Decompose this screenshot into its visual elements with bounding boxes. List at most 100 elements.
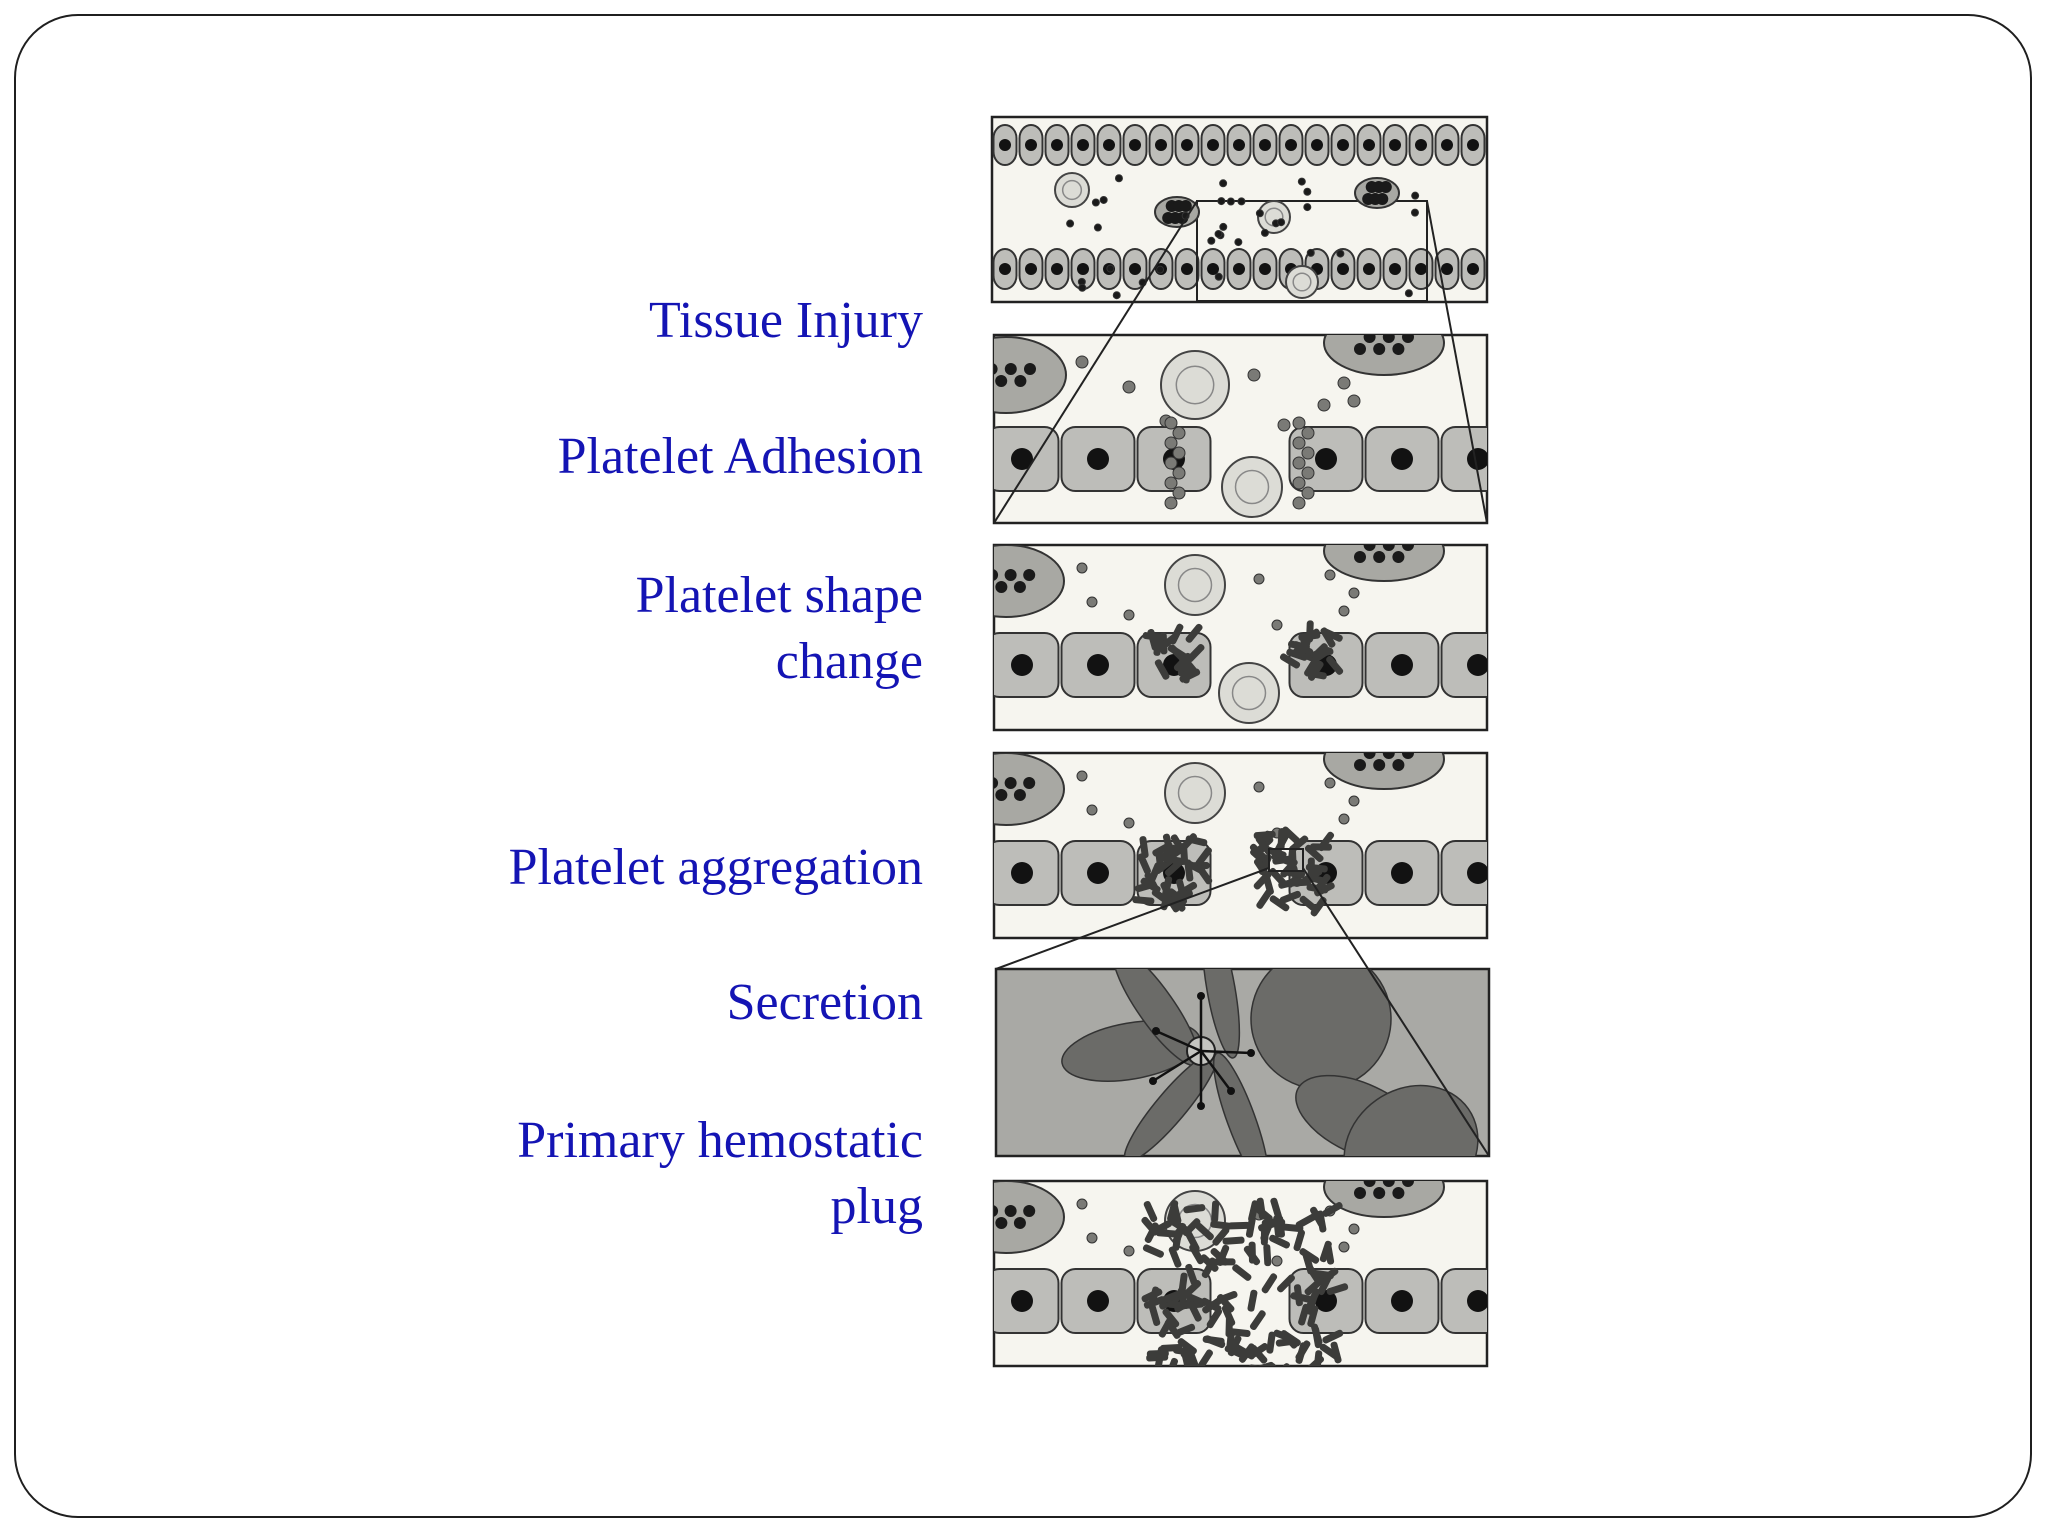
zoom-connector — [1426, 200, 1488, 524]
cell-nucleus — [1259, 139, 1271, 151]
platelet — [1317, 398, 1331, 412]
activated-platelet — [1302, 1252, 1315, 1275]
platelet — [1114, 174, 1123, 183]
platelet — [1301, 446, 1315, 460]
activated-platelet — [1189, 1243, 1205, 1265]
activated-platelet — [1310, 896, 1327, 917]
activated-platelet — [1264, 1373, 1286, 1391]
activated-platelet — [1160, 1290, 1182, 1304]
adhesion-contents — [976, 335, 1527, 518]
white-blood-cell — [1323, 753, 1445, 790]
activated-platelet — [1190, 1391, 1213, 1401]
platelet — [1347, 394, 1361, 408]
endothelial-cell — [1518, 633, 1527, 697]
cell-nucleus — [1391, 448, 1413, 470]
activated-platelet — [1250, 1344, 1268, 1364]
platelet-pseudopod — [1201, 969, 1241, 1059]
activated-platelet — [1160, 888, 1173, 911]
activated-platelet — [1304, 844, 1324, 863]
zoom-connector — [995, 867, 1270, 970]
activated-platelet — [1245, 1215, 1256, 1238]
platelet-aggregation-icon — [992, 751, 1489, 940]
cell-nucleus — [1233, 139, 1245, 151]
activated-platelet — [1142, 632, 1165, 642]
activated-platelet — [1184, 859, 1194, 882]
activated-platelet — [1165, 1357, 1179, 1366]
activated-platelet — [1321, 628, 1343, 642]
endothelial-cell — [1518, 427, 1527, 491]
platelet — [1123, 817, 1135, 829]
activated-platelet — [1228, 1328, 1251, 1338]
platelet — [1348, 1223, 1360, 1235]
activated-platelet — [1196, 864, 1213, 885]
cell-nucleus — [1467, 654, 1487, 676]
white-blood-cell-granule — [1354, 1187, 1366, 1199]
cell-nucleus — [1181, 263, 1193, 275]
white-blood-cell-granule — [1373, 551, 1386, 563]
panel-shape-contents — [994, 545, 1527, 724]
white-blood-cell-granule — [976, 375, 988, 387]
platelet — [1122, 380, 1136, 394]
platelet — [1301, 486, 1315, 500]
activated-platelet — [1293, 1284, 1303, 1307]
white-blood-cell — [1323, 335, 1445, 376]
platelet — [1076, 1198, 1088, 1210]
activated-platelet — [1211, 1200, 1220, 1223]
platelet — [1086, 596, 1098, 608]
activated-platelet — [1185, 1263, 1198, 1286]
platelet — [1164, 436, 1178, 450]
white-blood-cell-granule — [1023, 569, 1036, 581]
activated-platelet — [1292, 647, 1314, 662]
platelet — [1219, 222, 1228, 231]
cell-nucleus — [1315, 448, 1337, 470]
label-secretion-text: Secretion — [726, 974, 923, 1031]
platelet — [1164, 456, 1178, 470]
platelet — [1099, 195, 1108, 204]
white-blood-cell-granule — [1024, 363, 1036, 375]
cell-nucleus — [1441, 263, 1453, 275]
platelet — [1217, 197, 1226, 206]
white-blood-cell-granule — [1004, 1205, 1017, 1217]
hemostatic-plug-icon — [977, 1179, 1489, 1405]
red-blood-cell — [1218, 662, 1280, 724]
white-blood-cell-granule — [995, 375, 1008, 387]
platelet — [1255, 209, 1264, 218]
zoom-connector — [993, 200, 1198, 524]
white-blood-cell-granule — [977, 1217, 989, 1229]
activated-platelet — [1202, 1335, 1225, 1345]
activated-platelet — [1263, 1244, 1272, 1267]
activated-platelet — [1319, 1343, 1340, 1360]
cell-nucleus — [1011, 1290, 1033, 1312]
activated-platelet — [1322, 1329, 1344, 1344]
activated-platelet — [1172, 1223, 1185, 1246]
activated-platelet — [1195, 1222, 1214, 1241]
activated-platelet — [1195, 846, 1212, 867]
cell-nucleus — [1011, 448, 1033, 470]
platelet — [1219, 179, 1228, 188]
activated-platelet — [1151, 1375, 1158, 1397]
platelet — [1253, 573, 1265, 585]
white-blood-cell-granule — [1023, 777, 1036, 789]
white-blood-cell — [1323, 545, 1445, 582]
activated-platelet — [1158, 1380, 1171, 1403]
white-blood-cell-granule — [1382, 1181, 1395, 1187]
white-blood-cell-granule — [1013, 581, 1026, 593]
activated-platelet — [1154, 659, 1170, 680]
activated-platelet — [1299, 1382, 1315, 1405]
red-blood-cell — [1221, 456, 1283, 518]
secretion-arrow-head — [1152, 1027, 1160, 1035]
activated-platelet — [1228, 1221, 1251, 1230]
activated-platelet — [1253, 1204, 1273, 1222]
white-blood-cell-granule — [1363, 545, 1376, 551]
activated-platelet — [1307, 857, 1315, 880]
activated-platelet — [1275, 1375, 1298, 1387]
label-secretion: Secretion — [727, 970, 923, 1036]
platelet-adhesion-icon — [976, 333, 1527, 525]
activated-platelet — [1206, 1308, 1223, 1329]
cell-nucleus — [1155, 139, 1167, 151]
white-blood-cell-granule — [1004, 363, 1017, 375]
activated-platelet — [1280, 858, 1298, 878]
white-blood-cell — [994, 753, 1065, 826]
activated-platelet — [1293, 1229, 1306, 1252]
activated-platelet — [1262, 873, 1274, 895]
